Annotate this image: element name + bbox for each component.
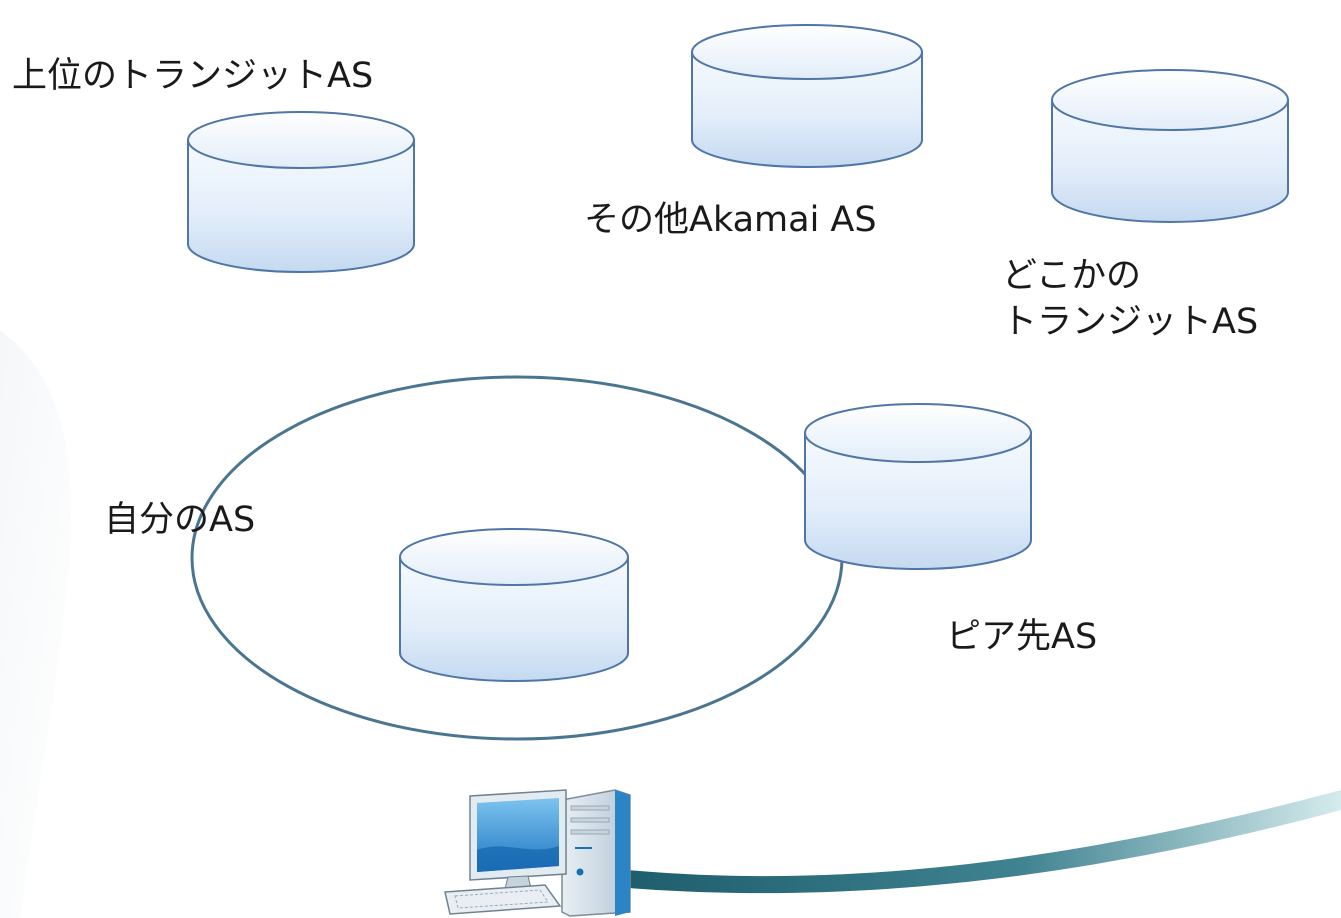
- some-transit-as-node: [1051, 69, 1289, 223]
- upper-transit-as-node: [187, 111, 415, 273]
- background-swirl: [0, 330, 71, 918]
- peer-as-label: ピア先AS: [946, 617, 1098, 657]
- own-as-node: [399, 528, 629, 682]
- own-as-label: 自分のAS: [104, 500, 256, 540]
- peer-as-node: [804, 403, 1032, 570]
- some-transit-as-label-line1: どこかの: [1002, 256, 1141, 296]
- upper-transit-as-label: 上位のトランジットAS: [12, 56, 374, 96]
- desktop-computer-icon: [444, 789, 631, 917]
- bottom-swoosh: [628, 790, 1341, 894]
- some-transit-as-label-line2: トランジットAS: [1002, 302, 1259, 342]
- other-akamai-as-label: その他Akamai AS: [584, 200, 877, 240]
- other-akamai-as-node: [691, 24, 923, 168]
